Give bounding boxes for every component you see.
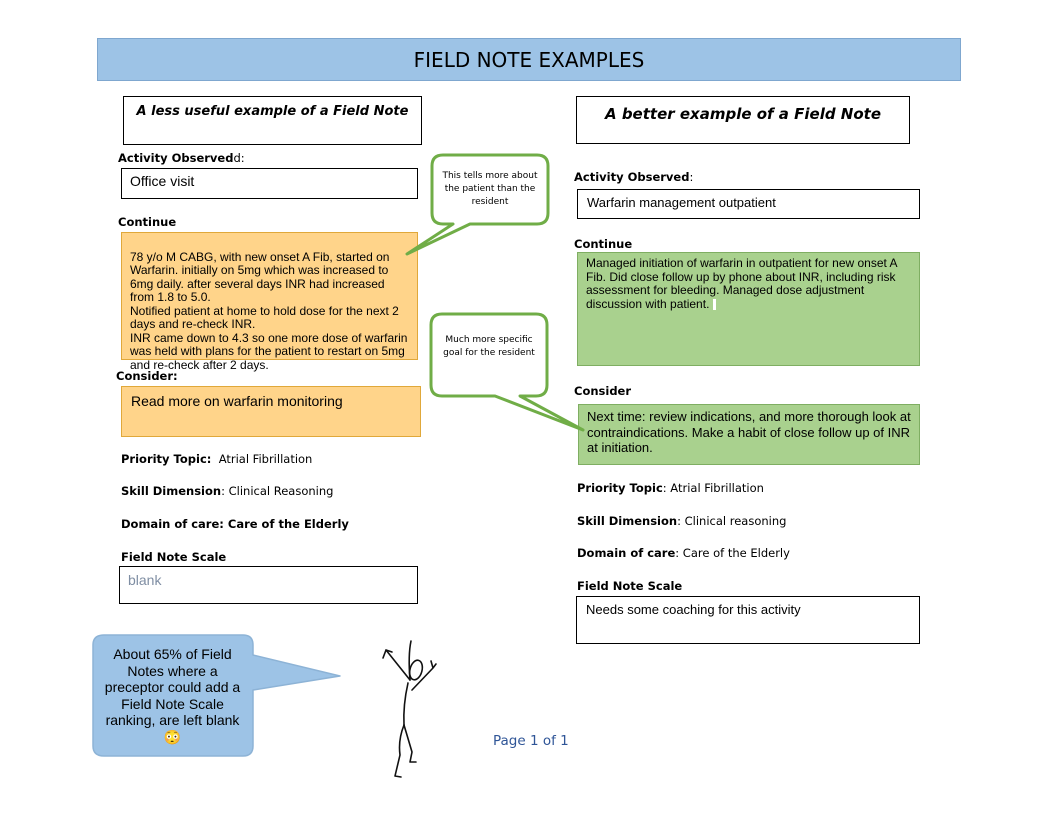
left-scale-value: blank [128, 572, 162, 588]
text-cursor [712, 298, 716, 310]
right-scale-field: Needs some coaching for this activity [576, 596, 920, 644]
left-scale-field: blank [119, 566, 418, 604]
right-consider-box: Next time: review indications, and more … [578, 404, 920, 465]
callout-blank-bubble [92, 634, 341, 757]
right-priority-topic: Priority Topic: Atrial Fibrillation [577, 481, 764, 495]
stick-figure-drawing [382, 640, 437, 778]
callout-patient-note: This tells more about the patient than t… [442, 171, 538, 207]
left-domain-of-care: Domain of care: Care of the Elderly [121, 517, 349, 531]
right-continue-box: Managed initiation of warfarin in outpat… [577, 252, 920, 366]
right-continue-text: Managed initiation of warfarin in outpat… [586, 256, 897, 311]
left-skill-dimension: Skill Dimension: Clinical Reasoning [121, 484, 334, 498]
left-continue-label: Continue [118, 215, 177, 229]
right-domain-of-care: Domain of care: Care of the Elderly [577, 546, 790, 560]
right-heading: A better example of a Field Note [604, 105, 881, 123]
right-activity-field: Warfarin management outpatient [577, 189, 920, 219]
left-consider-text: Read more on warfarin monitoring [131, 393, 343, 409]
callout-goal-bubble [429, 312, 585, 432]
right-consider-text: Next time: review indications, and more … [587, 409, 911, 455]
right-skill-dimension: Skill Dimension: Clinical reasoning [577, 514, 787, 528]
right-scale-label: Field Note Scale [577, 579, 683, 593]
right-consider-label: Consider [574, 384, 632, 398]
left-consider-box: Read more on warfarin monitoring [121, 386, 421, 437]
right-scale-value: Needs some coaching for this activity [586, 602, 801, 617]
callout-patient-bubble [405, 153, 550, 256]
right-activity-value: Warfarin management outpatient [587, 195, 776, 210]
right-continue-label: Continue [574, 237, 633, 251]
left-activity-value: Office visit [130, 173, 195, 189]
left-priority-topic: Priority Topic: Atrial Fibrillation [121, 452, 313, 466]
left-continue-text: 78 y/o M CABG, with new onset A Fib, sta… [130, 249, 408, 372]
left-consider-label: Consider: [116, 369, 178, 383]
left-activity-label: Activity Observedd: [118, 151, 245, 165]
left-activity-field: Office visit [121, 168, 418, 199]
callout-specific-goal: Much more specific goal for the resident [443, 335, 535, 358]
page-title: FIELD NOTE EXAMPLES [413, 47, 645, 72]
left-heading: A less useful example of a Field Note [136, 104, 409, 119]
right-heading-box: A better example of a Field Note [576, 96, 910, 144]
left-continue-box: 78 y/o M CABG, with new onset A Fib, sta… [121, 232, 418, 371]
page-title-banner: FIELD NOTE EXAMPLES [97, 38, 961, 81]
right-activity-label: Activity Observed: [574, 170, 694, 184]
left-scale-label: Field Note Scale [121, 550, 227, 564]
callout-blank-stat: About 65% of Field Notes where a precept… [104, 646, 241, 745]
left-heading-box: A less useful example of a Field Note [123, 96, 422, 145]
page-number: Page 1 of 1 [493, 733, 569, 749]
